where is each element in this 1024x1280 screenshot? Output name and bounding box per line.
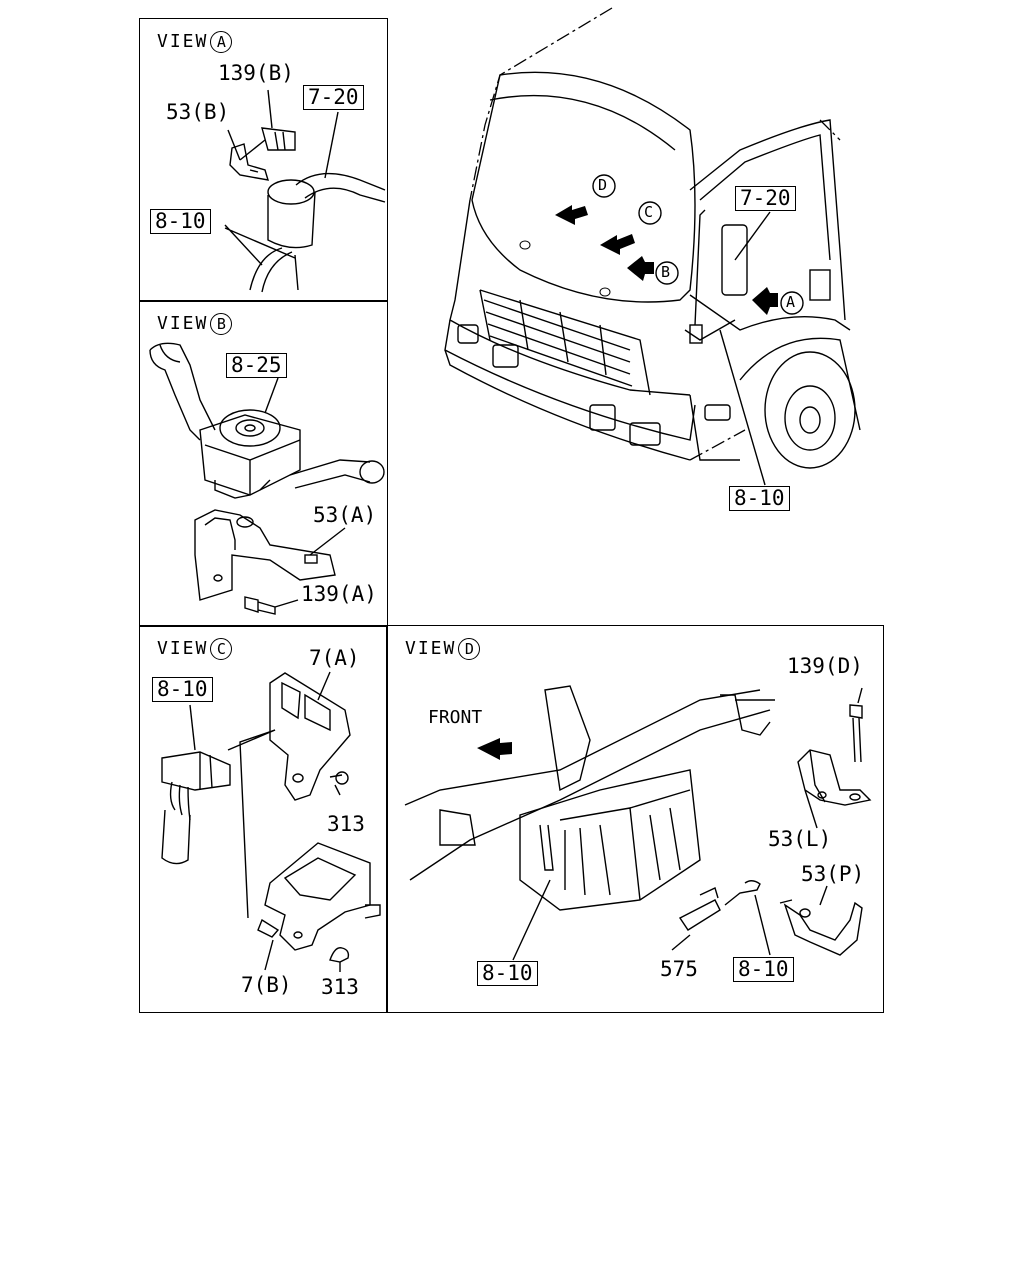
label-7b: 7(B) [241, 973, 292, 997]
view-c-panel [139, 625, 388, 1013]
view-b-drawing [149, 342, 385, 615]
callout-8-10-view-d-right: 8-10 [733, 957, 794, 982]
truck-cab-drawing [444, 7, 861, 486]
main-view-markers [592, 174, 804, 315]
marker-c: C [644, 203, 654, 221]
callout-8-10-view-c: 8-10 [152, 677, 213, 702]
view-a-panel [139, 18, 388, 302]
callout-7-20-view-a: 7-20 [303, 85, 364, 110]
label-53l: 53(L) [768, 827, 832, 851]
callout-8-10-main: 8-10 [729, 486, 790, 511]
view-a-letter: A [210, 31, 233, 53]
label-313-bottom: 313 [321, 975, 359, 999]
view-c-drawing [161, 671, 381, 972]
view-d-drawing [404, 685, 872, 961]
marker-a: A [786, 293, 796, 311]
view-c-letter: C [210, 638, 233, 660]
label-53b: 53(B) [166, 100, 230, 124]
label-7a: 7(A) [309, 646, 360, 670]
label-139b: 139(B) [218, 61, 294, 85]
marker-d: D [598, 176, 608, 194]
label-575: 575 [660, 957, 698, 981]
label-53p: 53(P) [801, 862, 865, 886]
label-front: FRONT [428, 707, 483, 728]
callout-8-25: 8-25 [226, 353, 287, 378]
callout-8-10-view-d-left: 8-10 [477, 961, 538, 986]
view-a-drawing [224, 89, 386, 293]
label-139d: 139(D) [787, 654, 863, 678]
label-139a: 139(A) [301, 582, 377, 606]
view-b-panel [139, 300, 388, 627]
label-53a: 53(A) [313, 503, 377, 527]
callout-8-10-view-a: 8-10 [150, 209, 211, 234]
label-313-top: 313 [327, 812, 365, 836]
view-d-letter: D [458, 638, 481, 660]
view-d-panel [386, 625, 884, 1013]
callout-7-20-main: 7-20 [735, 186, 796, 211]
marker-b: B [661, 263, 671, 281]
view-b-letter: B [210, 313, 233, 335]
